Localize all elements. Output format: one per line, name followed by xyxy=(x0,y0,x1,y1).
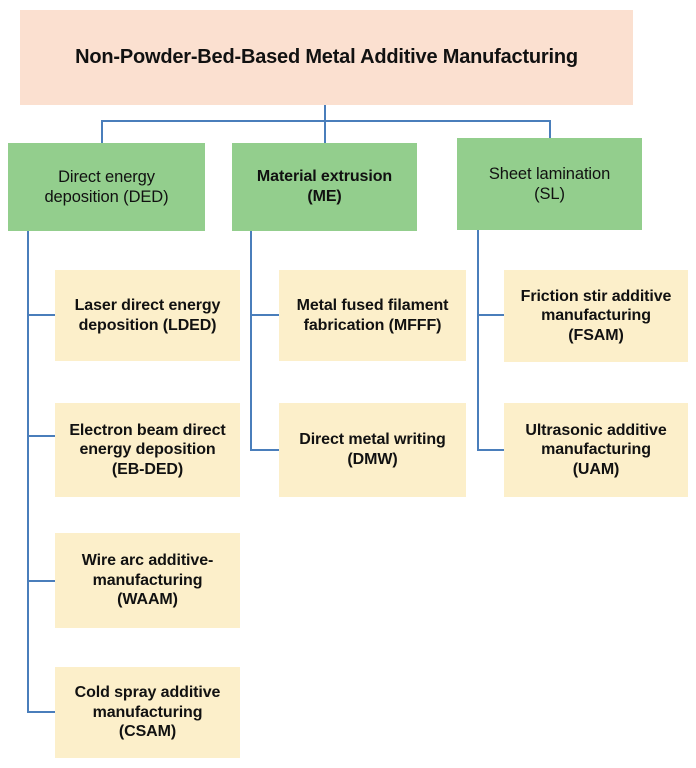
connector-sl-rail xyxy=(477,230,479,451)
leaf-node-ebded-label: Electron beam direct energy deposition (… xyxy=(69,421,226,478)
leaf-node-mfff[interactable]: Metal fused filament fabrication (MFFF) xyxy=(279,270,466,361)
leaf-node-fsam-label: Friction stir additive manufacturing (FS… xyxy=(520,287,672,344)
leaf-node-lded[interactable]: Laser direct energy deposition (LDED) xyxy=(55,270,240,361)
leaf-node-ebded[interactable]: Electron beam direct energy deposition (… xyxy=(55,403,240,497)
leaf-node-waam[interactable]: Wire arc additive- manufacturing (WAAM) xyxy=(55,533,240,628)
connector-me-to-mfff xyxy=(250,314,279,316)
category-node-sl[interactable]: Sheet lamination (SL) xyxy=(457,138,642,230)
category-node-ded-label: Direct energy deposition (DED) xyxy=(44,167,169,206)
leaf-node-waam-label: Wire arc additive- manufacturing (WAAM) xyxy=(81,552,214,609)
connector-me-rail xyxy=(250,231,252,451)
connector-me-to-dmw xyxy=(250,449,279,451)
leaf-node-mfff-label: Metal fused filament fabrication (MFFF) xyxy=(296,296,449,334)
leaf-node-fsam[interactable]: Friction stir additive manufacturing (FS… xyxy=(504,270,688,362)
connector-root-to-sl xyxy=(549,120,551,144)
leaf-node-uam[interactable]: Ultrasonic additive manufacturing (UAM) xyxy=(504,403,688,497)
connector-sl-to-uam xyxy=(477,449,504,451)
category-node-me[interactable]: Material extrusion (ME) xyxy=(232,143,417,231)
category-node-me-label: Material extrusion (ME) xyxy=(256,168,393,205)
root-node-label: Non-Powder-Bed-Based Metal Additive Manu… xyxy=(75,46,578,69)
connector-ded-rail xyxy=(27,231,29,713)
leaf-node-lded-label: Laser direct energy deposition (LDED) xyxy=(74,296,221,334)
leaf-node-uam-label: Ultrasonic additive manufacturing (UAM) xyxy=(525,421,667,478)
connector-ded-to-ebded xyxy=(27,435,55,437)
connector-sl-to-fsam xyxy=(477,314,504,316)
connector-root-to-ded xyxy=(101,120,103,144)
connector-root-bus xyxy=(101,120,551,122)
category-node-ded[interactable]: Direct energy deposition (DED) xyxy=(8,143,205,231)
category-node-sl-label: Sheet lamination (SL) xyxy=(488,164,611,203)
root-node-metal-additive-manufacturing[interactable]: Non-Powder-Bed-Based Metal Additive Manu… xyxy=(20,10,633,105)
connector-ded-to-csam xyxy=(27,711,55,713)
connector-root-stem xyxy=(324,105,326,121)
leaf-node-dmw-label: Direct metal writing (DMW) xyxy=(299,431,446,468)
connector-ded-to-waam xyxy=(27,580,55,582)
connector-ded-to-lded xyxy=(27,314,55,316)
connector-root-to-me xyxy=(324,120,326,144)
leaf-node-csam[interactable]: Cold spray additive manufacturing (CSAM) xyxy=(55,667,240,758)
leaf-node-csam-label: Cold spray additive manufacturing (CSAM) xyxy=(74,684,221,741)
leaf-node-dmw[interactable]: Direct metal writing (DMW) xyxy=(279,403,466,497)
